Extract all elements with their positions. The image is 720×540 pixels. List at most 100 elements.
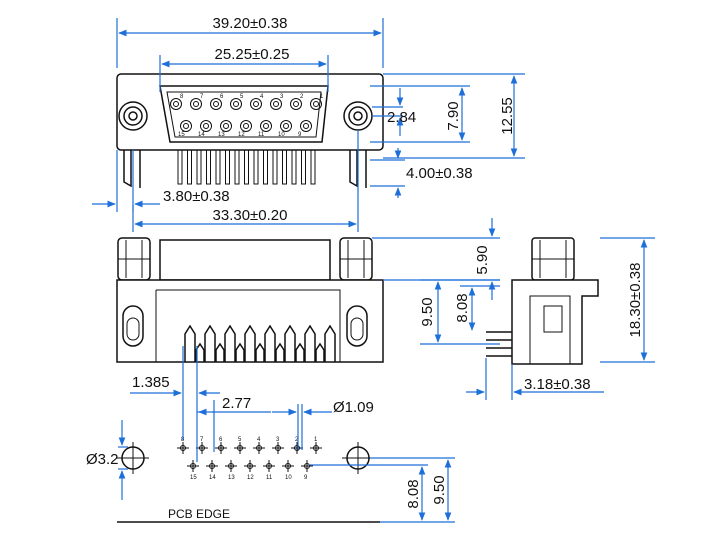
terminal-bottom-row	[195, 342, 205, 362]
dim-flange-edge: 3.80±0.38	[163, 188, 230, 205]
contact-label: 15	[178, 132, 185, 138]
hex-nut-right	[339, 237, 373, 281]
contact-top-4: 4	[250, 94, 264, 110]
terminal-top-row	[304, 324, 316, 362]
dim-flange-height: 12.55	[499, 97, 516, 135]
dim-shell-projection: 5.90	[474, 245, 491, 274]
contact-label: 3	[280, 94, 284, 100]
d-shell-inner	[166, 91, 322, 138]
mount-boss-left	[118, 101, 148, 131]
contact-bottom-12: 12	[238, 120, 252, 138]
dim-hole-dia: Ø1.09	[333, 399, 374, 416]
pcb-hole-label: 9	[304, 475, 308, 481]
contact-bottom-11: 11	[258, 120, 272, 138]
dim-height-b: 8.08	[454, 293, 471, 322]
pcb-hole-2: 2	[291, 437, 303, 454]
pcb-hole-label: 10	[285, 475, 292, 481]
contact-label: 10	[278, 132, 285, 138]
contact-bottom-13: 13	[218, 120, 232, 138]
pcb-hole-label: 5	[238, 437, 242, 443]
contact-label: 14	[198, 132, 205, 138]
contact-label: 6	[220, 94, 224, 100]
contact-label: 13	[218, 132, 225, 138]
dim-edge-offset: 1.385	[132, 374, 170, 391]
pcb-mount-hole-right	[342, 442, 374, 474]
top-view-pin-tails	[177, 149, 316, 185]
contact-label: 8	[180, 94, 184, 100]
pin-tail	[206, 149, 211, 185]
boardlock-left	[123, 150, 132, 188]
terminal-top-row	[224, 324, 236, 362]
pcb-hole-5: 5	[234, 437, 246, 454]
contact-label: 12	[238, 132, 245, 138]
pcb-hole-label: 14	[209, 475, 216, 481]
pcb-hole-14: 14	[206, 460, 218, 481]
contact-top-2: 2	[290, 94, 304, 110]
dim-overall-width: 39.20±0.38	[213, 15, 288, 32]
contact-label: 1	[320, 94, 324, 100]
dim-depth: 3.18±0.38	[524, 376, 591, 393]
pin-tail	[215, 149, 221, 185]
pin-tail	[291, 149, 297, 185]
pin-tail	[225, 149, 230, 185]
pcb-hole-label: 11	[266, 475, 273, 481]
contact-label: 4	[260, 94, 264, 100]
pcb-hole-label: 2	[295, 437, 299, 443]
pin-tail	[177, 149, 183, 185]
pcb-hole-label: 13	[228, 475, 235, 481]
pcb-hole-7: 7	[196, 437, 208, 454]
pin-tail	[196, 149, 202, 185]
front-view-terminals	[184, 324, 336, 362]
dim-offset-small: 2.84	[387, 109, 416, 126]
pcb-hole-1: 1	[310, 437, 322, 454]
dim-mount-spacing: 33.30±0.20	[213, 207, 288, 224]
terminal-top-row	[284, 324, 296, 362]
dim-mount-hole-dia: Ø3.2	[86, 451, 119, 468]
pcb-hole-label: 12	[247, 475, 254, 481]
terminal-top-row	[244, 324, 256, 362]
terminal-top-row	[204, 324, 216, 362]
pcb-hole-3: 3	[272, 437, 284, 454]
terminal-top-row	[184, 324, 196, 362]
pin-tail	[187, 149, 192, 185]
terminal-top-row	[264, 324, 276, 362]
contact-bottom-9: 9	[298, 120, 312, 138]
side-view: 3.18±0.38	[466, 237, 604, 400]
pin-tail	[244, 149, 249, 185]
dim-row-offset-a: 8.08	[405, 479, 422, 508]
body-outline	[116, 279, 384, 363]
front-view: 5.90 18.30±0.38 9.50 8.08	[116, 218, 655, 363]
dim-height-a: 9.50	[419, 297, 436, 326]
pcb-hole-label: 15	[190, 475, 197, 481]
pcb-mount-hole-left	[117, 442, 149, 474]
contact-top-6: 6	[210, 94, 224, 110]
terminal-bottom-row	[215, 342, 225, 362]
terminal-bottom-row	[255, 342, 265, 362]
dim-total-height: 18.30±0.38	[627, 263, 644, 338]
dim-row-offset-b: 9.50	[431, 475, 448, 504]
contact-label: 11	[258, 132, 265, 138]
pcb-hole-15: 15	[187, 460, 199, 481]
pin-tail	[263, 149, 268, 185]
pcb-hole-12: 12	[244, 460, 256, 481]
pcb-hole-9: 9	[301, 460, 313, 481]
dim-pin-length: 4.00±0.38	[406, 165, 473, 182]
pin-tail	[272, 149, 278, 185]
pcb-hole-label: 7	[200, 437, 204, 443]
contact-label: 2	[300, 94, 304, 100]
contact-bottom-10: 10	[278, 120, 292, 138]
pcb-hole-label: 1	[314, 437, 318, 443]
pin-tail	[253, 149, 259, 185]
pin-tail	[310, 149, 316, 185]
pcb-hole-4: 4	[253, 437, 265, 454]
contact-label: 9	[298, 132, 302, 138]
terminal-bottom-row	[235, 342, 245, 362]
contact-top-7: 7	[190, 94, 204, 110]
contact-top-3: 3	[270, 94, 284, 110]
pcb-hole-label: 6	[219, 437, 223, 443]
contact-bottom-14: 14	[198, 120, 212, 138]
